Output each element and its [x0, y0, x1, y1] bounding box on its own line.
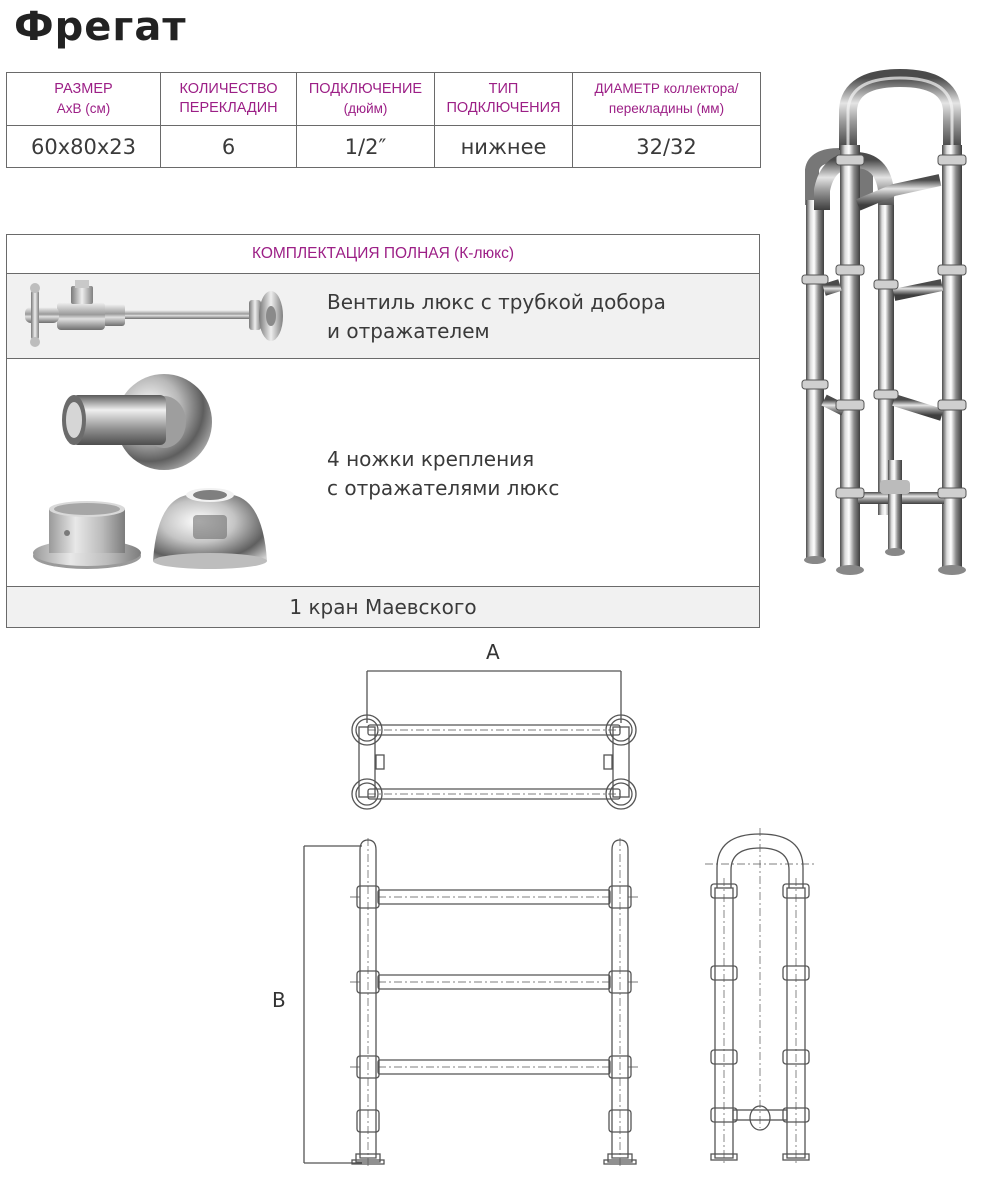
reflector-cup-icon: [153, 488, 267, 569]
product-title: Фрегат: [14, 4, 187, 50]
kit-item-mayevsky: 1 кран Маевского: [7, 587, 759, 627]
spec-header-line: перекладины (мм): [608, 101, 725, 116]
chrome-towel-rail-image: [801, 68, 967, 575]
top-view-drawing: [351, 670, 637, 810]
spec-header-diameter: ДИАМЕТР коллектора/перекладины (мм): [572, 72, 761, 126]
spec-value-row: 60х80х23 6 1/2″ нижнее 32/32: [6, 125, 761, 168]
spec-header-line: АхВ (см): [56, 100, 111, 116]
spec-value-bars: 6: [160, 125, 297, 168]
kit-table: КОМПЛЕКТАЦИЯ ПОЛНАЯ (К-люкс) Вент: [6, 234, 760, 628]
kit-item-text: Вентиль люкс с трубкой добора и отражате…: [327, 290, 666, 343]
mounting-leg-icon: [62, 374, 212, 470]
spec-header-bars: КОЛИЧЕСТВО ПЕРЕКЛАДИН: [160, 72, 297, 126]
dimension-label-a: A: [486, 640, 500, 664]
spec-header-type: ТИП ПОДКЛЮЧЕНИЯ: [434, 72, 573, 126]
kit-item-valve: Вентиль люкс с трубкой добора и отражате…: [7, 274, 759, 359]
spec-header-line: ДИАМЕТР коллектора/: [594, 81, 739, 96]
mounting-leg-icon: [33, 501, 141, 569]
spec-header-line: ПОДКЛЮЧЕНИЕ: [308, 80, 423, 97]
kit-table-header: КОМПЛЕКТАЦИЯ ПОЛНАЯ (К-люкс): [7, 235, 759, 274]
valve-icon: [25, 280, 283, 347]
kit-item-legs: 4 ножки крепления с отражателями люкс: [7, 359, 759, 587]
kit-item-text: 4 ножки крепления с отражателями люкс: [327, 447, 560, 500]
dimension-label-b: B: [272, 988, 286, 1012]
front-view-drawing: [303, 838, 638, 1166]
spec-header-size: РАЗМЕР АхВ (см): [6, 72, 161, 126]
spec-header-row: РАЗМЕР АхВ (см) КОЛИЧЕСТВО ПЕРЕКЛАДИН ПОДК…: [6, 72, 761, 126]
spec-header-connection: ПОДКЛЮЧЕНИЕ (дюйм): [296, 72, 435, 126]
spec-value-diameter: 32/32: [572, 125, 761, 168]
spec-header-line: РАЗМЕР: [54, 80, 113, 97]
spec-value-connection: 1/2″: [296, 125, 435, 168]
spec-header-line: ПОДКЛЮЧЕНИЯ: [446, 100, 561, 116]
spec-header-line: ТИП: [488, 81, 519, 97]
side-view-drawing: [705, 828, 815, 1164]
spec-header-line: ПЕРЕКЛАДИН: [179, 100, 278, 116]
spec-header-line: КОЛИЧЕСТВО: [179, 81, 278, 97]
spec-table: РАЗМЕР АхВ (см) КОЛИЧЕСТВО ПЕРЕКЛАДИН ПОДК…: [6, 72, 761, 168]
spec-value-size: 60х80х23: [6, 125, 161, 168]
spec-header-line: (дюйм): [343, 100, 388, 116]
spec-value-type: нижнее: [434, 125, 573, 168]
